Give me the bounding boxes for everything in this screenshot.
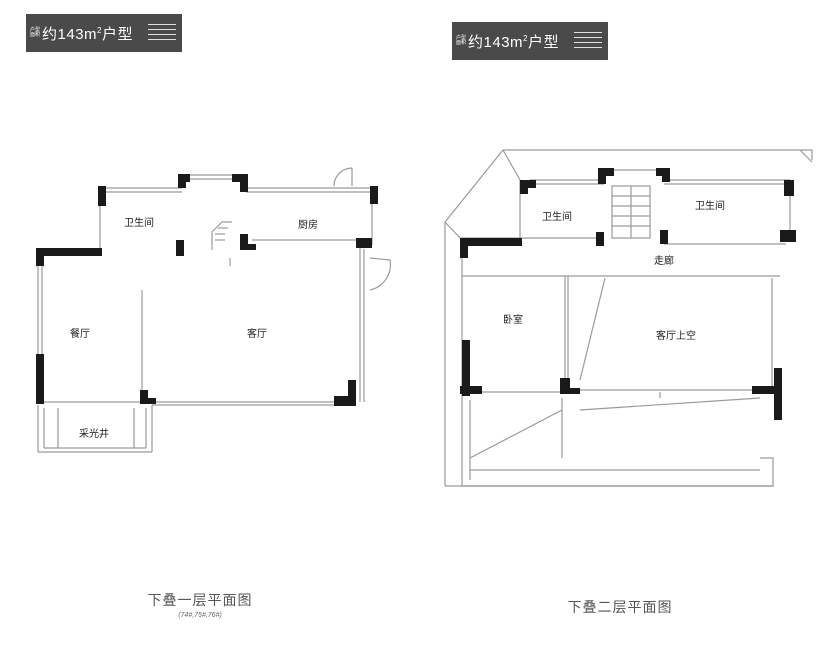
room-label-bedroom: 卧室 (503, 313, 523, 326)
room-label-void: 客厅上空 (656, 329, 696, 342)
prefix-line2: 面积 (456, 40, 467, 46)
room-label-kitchen: 厨房 (298, 218, 318, 231)
area-text: 约143m (468, 33, 524, 51)
area-prefix: 户型 面积 (456, 36, 466, 46)
area-suffix: 户型 (102, 25, 134, 43)
room-label-corridor: 走廊 (654, 254, 674, 267)
area-sup: 2 (523, 33, 528, 43)
area-text: 约143m (42, 25, 98, 43)
prefix-line1: 户型 (30, 27, 41, 33)
room-label-lightwell: 采光井 (79, 427, 109, 440)
left-plan-caption: 下叠一层平面图 (147, 592, 253, 608)
title-decor-lines (574, 32, 602, 52)
right-thin-walls (444, 149, 813, 487)
title-decor-lines (148, 24, 176, 44)
left-plan-subcaption: (74#,75#,76#) (178, 612, 222, 619)
room-label-bathroom-right: 卫生间 (695, 199, 725, 212)
area-title: 约143m2户型 (42, 23, 133, 44)
prefix-line2: 面积 (30, 32, 41, 38)
right-plan-caption: 下叠二层平面图 (567, 599, 673, 615)
room-label-bathroom: 卫生间 (124, 216, 154, 229)
left-title-badge: 户型 面积 约143m2户型 (26, 14, 182, 52)
prefix-line1: 户型 (456, 35, 467, 41)
room-label-dining: 餐厅 (70, 327, 90, 340)
area-sup: 2 (97, 25, 102, 35)
area-prefix: 户型 面积 (30, 28, 40, 38)
right-thick-walls (460, 168, 796, 420)
area-title: 约143m2户型 (468, 31, 559, 52)
room-label-living: 客厅 (247, 327, 267, 340)
room-label-bathroom-left: 卫生间 (542, 210, 572, 223)
right-title-badge: 户型 面积 约143m2户型 (452, 22, 608, 60)
left-thick-walls (36, 174, 378, 406)
left-thin-walls (37, 167, 392, 453)
left-floor-plan: 卫生间 厨房 餐厅 客厅 采光井 (36, 167, 392, 453)
area-suffix: 户型 (528, 33, 560, 51)
right-floor-plan: 卫生间 卫生间 走廊 卧室 客厅上空 (444, 149, 813, 487)
